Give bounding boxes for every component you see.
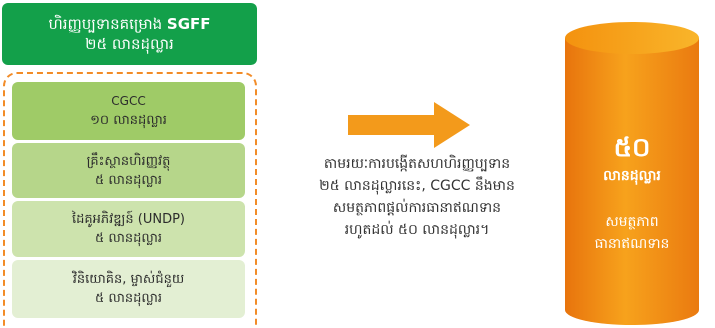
contributor-cgcc: CGCC ១០ លានដុល្លារ bbox=[12, 82, 245, 140]
right-arrow-icon bbox=[348, 102, 470, 148]
contributor-investors-donors: វិនិយោគិន, ម្ចាស់ជំនួយ ៥ លានដុល្លារ bbox=[12, 260, 245, 318]
sgff-header: ហិរញ្ញប្បទានគម្រោង SGFF ២៥ លានដុល្លារ bbox=[2, 3, 257, 65]
header-title: ហិរញ្ញប្បទានគម្រោង SGFF bbox=[48, 15, 211, 33]
result-caption-line2: ធានាឥណទាន bbox=[594, 236, 670, 252]
capacity-cylinder bbox=[565, 22, 699, 325]
result-unit: លានដុល្លារ bbox=[603, 168, 661, 184]
contributors-dashed-border bbox=[3, 72, 257, 326]
contributor-development-partner: ដៃគូអភិវឌ្ឍន៍ (UNDP) ៥ លានដុល្លារ bbox=[12, 201, 245, 257]
description-text: តាមរយៈការបង្កើតសហហិរញ្ញប្បទាន ២៥ លានដុល្… bbox=[319, 156, 515, 238]
result-amount: ៥០ bbox=[613, 133, 651, 163]
contributor-financial-institutions: គ្រឹះស្ថានហិរញ្ញវត្ថុ ៥ លានដុល្លារ bbox=[12, 143, 245, 198]
header-amount: ២៥ លានដុល្លារ bbox=[85, 35, 174, 53]
result-caption-line1: សមត្ថភាព bbox=[605, 214, 659, 230]
